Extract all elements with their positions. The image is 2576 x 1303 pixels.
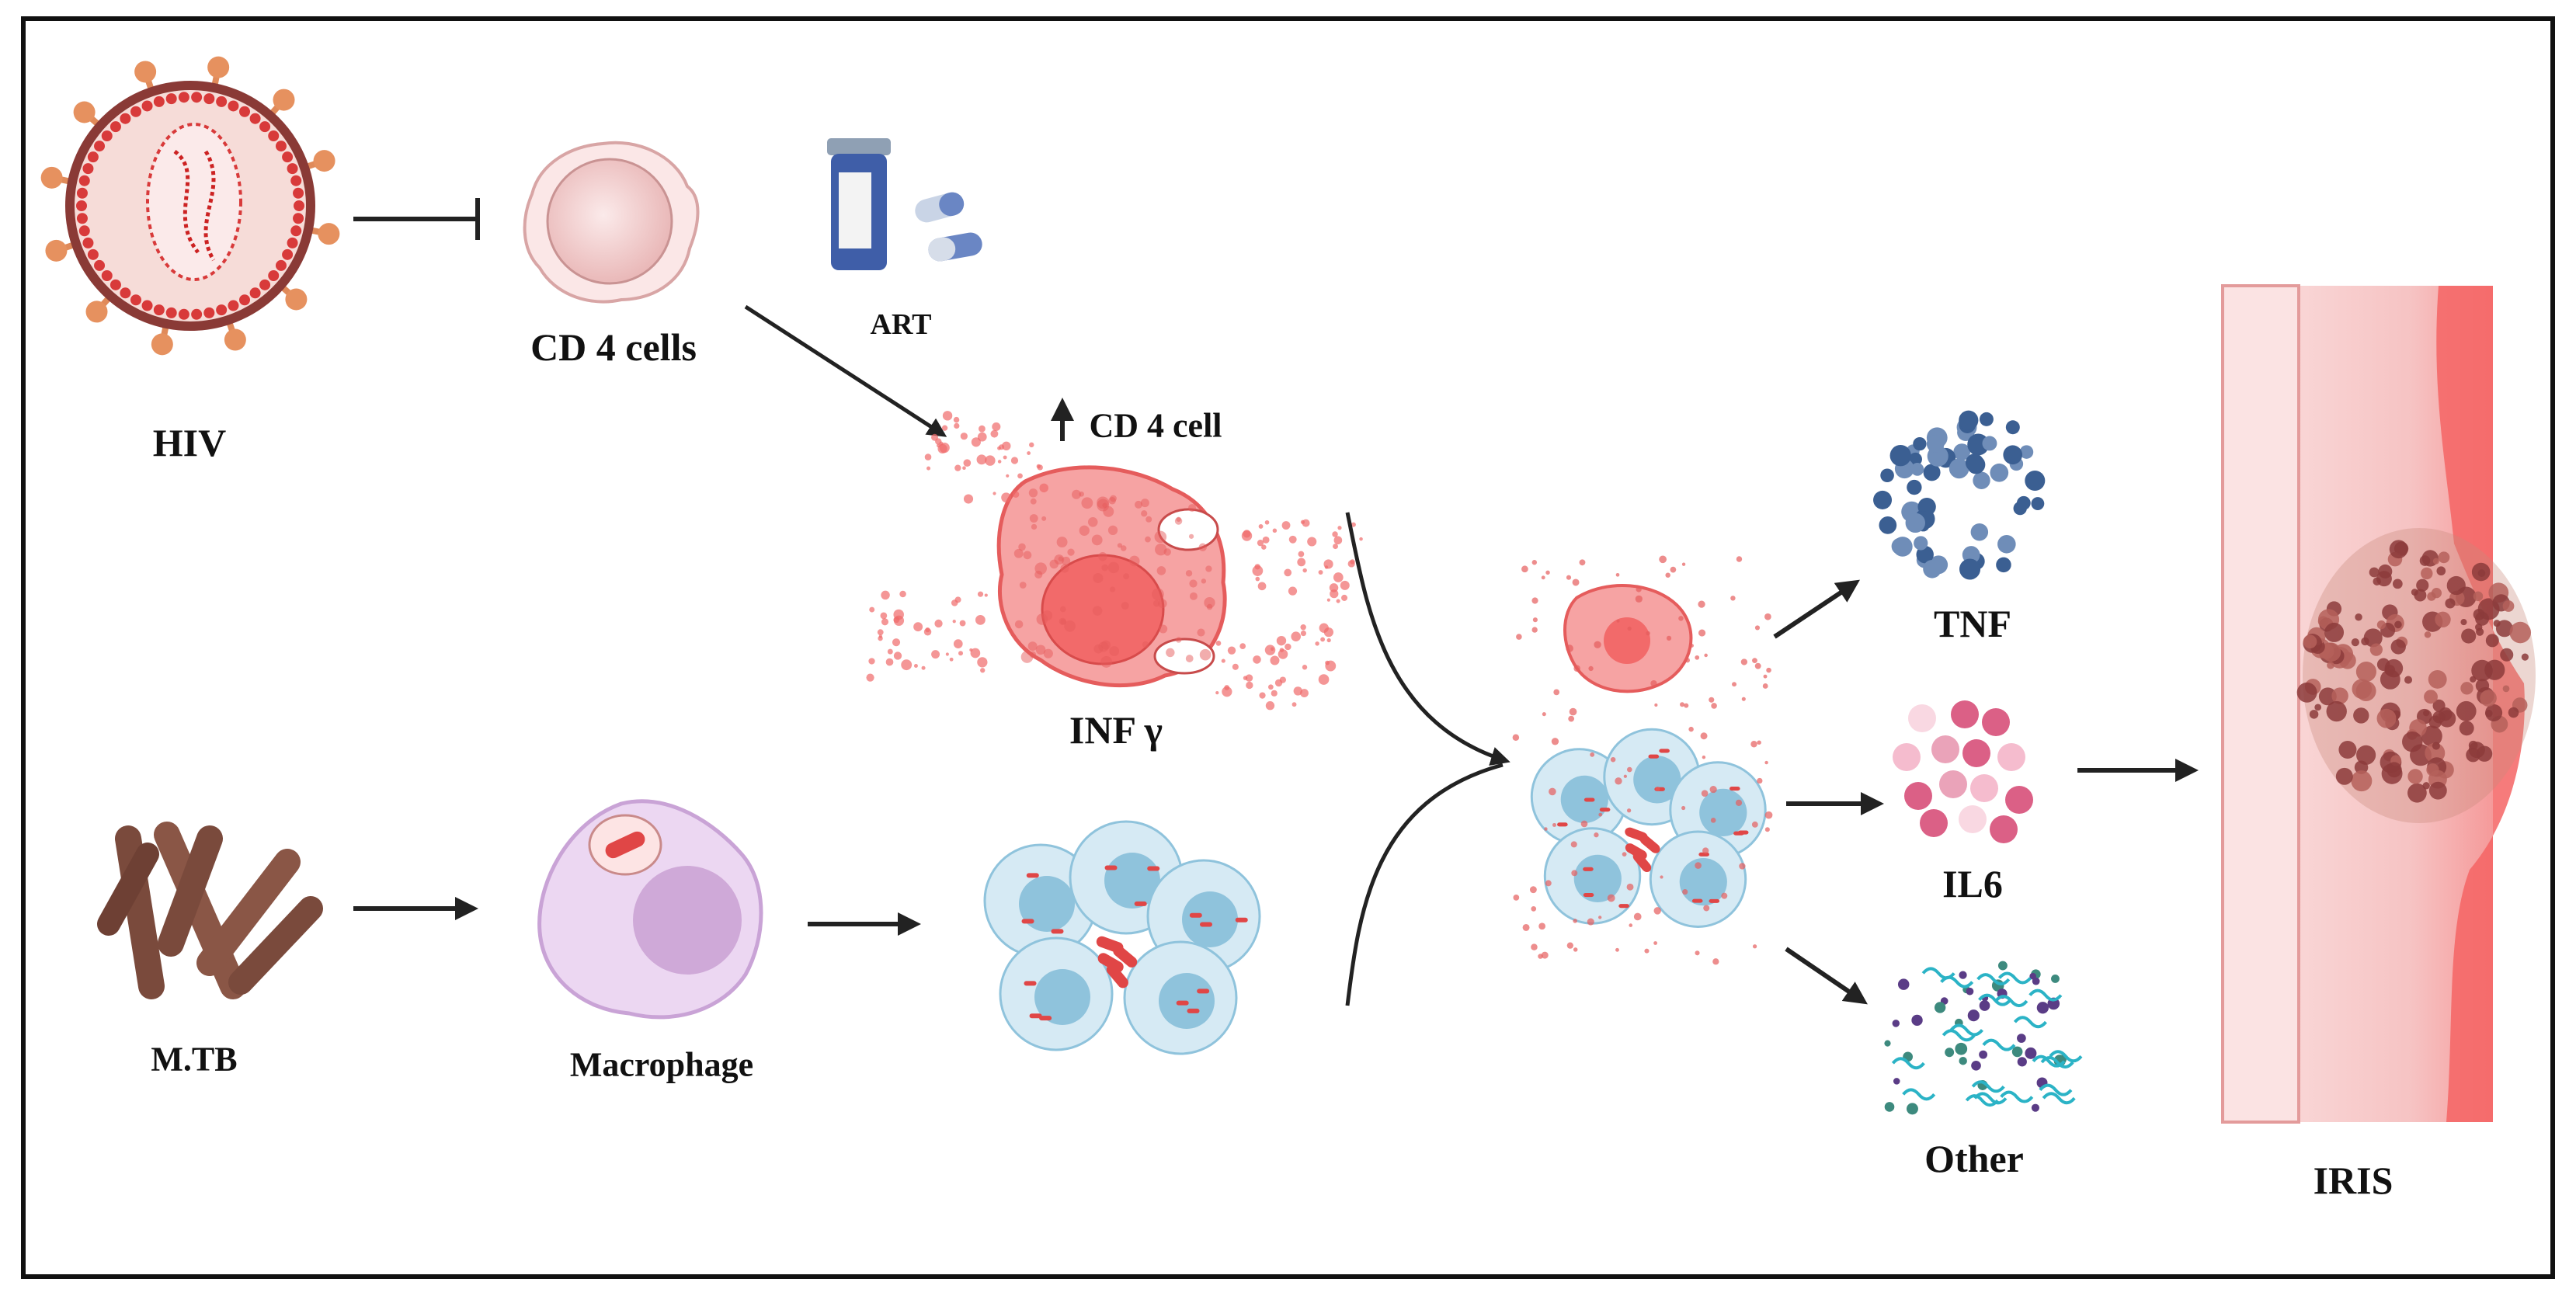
cd4-cells-label: CD 4 cells [530, 325, 697, 369]
arrow-cd4-to-inf [744, 304, 947, 437]
art-label: ART [870, 308, 932, 341]
inhibition-arrow [353, 198, 480, 240]
arrow-to-other [1785, 947, 1868, 1005]
arrow-merge-top [1345, 512, 1510, 766]
mtb-label: M.TB [151, 1040, 238, 1079]
tnf-label: TNF [1934, 602, 2011, 645]
hiv-virus-icon [40, 56, 340, 356]
cd4-cell-icon [523, 141, 700, 304]
lesion-icon [2296, 528, 2536, 823]
capsule-icon [915, 192, 982, 262]
hiv-label: HIV [152, 421, 227, 464]
il6-label: IL6 [1942, 862, 2003, 905]
granuloma-icon [983, 820, 1261, 1055]
other-label: Other [1924, 1137, 2024, 1180]
tnf-cytokine-icon [1873, 410, 2046, 580]
iris-tissue-icon [2221, 284, 2536, 1124]
arrow-merge-bottom [1345, 763, 1504, 1006]
macrophage-icon [537, 799, 763, 1020]
arrow-to-tnf [1773, 579, 1860, 639]
macrophage-label: Macrophage [569, 1045, 754, 1084]
activated-cd4-cell-icon [866, 411, 1363, 711]
cd4-cell-increase-label: CD 4 cell [1089, 406, 1222, 445]
immune-cluster-icon [1512, 555, 1773, 965]
other-cytokine-icon [1884, 961, 2083, 1115]
mtb-bacilli-icon [97, 822, 323, 999]
diagram-frame [21, 16, 2555, 1279]
iris-label: IRIS [2313, 1159, 2393, 1202]
il6-cytokine-icon [1893, 700, 2033, 843]
art-pill-bottle-icon [827, 138, 891, 270]
inf-gamma-label: INF γ [1069, 708, 1163, 752]
